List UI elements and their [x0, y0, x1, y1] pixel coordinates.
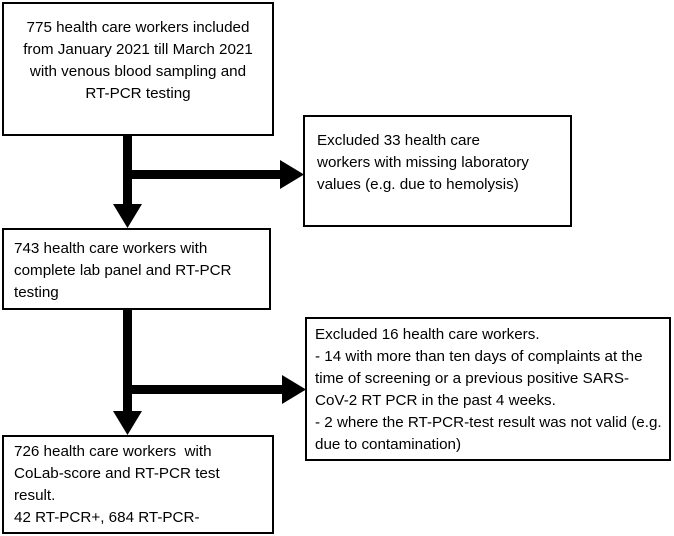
intermediate-line: testing [14, 284, 59, 301]
exclusion-2-line: - 14 with more than ten days of complain… [315, 348, 643, 365]
exclusion-1-line: values (e.g. due to hemolysis) [317, 176, 519, 193]
intermediate-line: complete lab panel and RT-PCR [14, 262, 232, 279]
intermediate-line: 743 health care workers with [14, 240, 208, 257]
exclusion-1-line: Excluded 33 health care [317, 132, 480, 149]
final-box: 726 health care workers with CoLab-score… [2, 435, 274, 534]
exclusion-1-line: workers with missing laboratory [317, 154, 529, 171]
start-box-line: from January 2021 till March 2021 [23, 41, 253, 58]
start-box-line: 775 health care workers included [26, 19, 250, 36]
start-box: 775 health care workers included from Ja… [2, 2, 274, 136]
exclusion-2-line: CoV-2 RT PCR in the past 4 weeks. [315, 392, 556, 409]
arrow-branch-to-exclusion-1 [127, 160, 304, 189]
exclusion-2-line: Excluded 16 health care workers. [315, 326, 540, 343]
exclusion-box-1: Excluded 33 health care workers with mis… [303, 115, 572, 227]
final-line: 726 health care workers with [14, 443, 212, 460]
exclusion-box-2: Excluded 16 health care workers. - 14 wi… [305, 317, 671, 461]
intermediate-box: 743 health care workers with complete la… [2, 228, 271, 310]
arrow-start-to-intermediate [113, 136, 142, 228]
exclusion-2-line: time of screening or a previous positive… [315, 370, 630, 387]
exclusion-2-line: - 2 where the RT-PCR-test result was not… [315, 414, 662, 431]
final-line: result. [14, 487, 56, 504]
final-line: 42 RT-PCR+, 684 RT-PCR- [14, 509, 200, 526]
final-line: CoLab-score and RT-PCR test [14, 465, 220, 482]
arrow-branch-to-exclusion-2 [127, 375, 306, 404]
arrow-intermediate-to-final [113, 310, 142, 435]
start-box-line: with venous blood sampling and [29, 63, 247, 80]
start-box-line: RT-PCR testing [85, 85, 191, 102]
exclusion-2-line: due to contamination) [315, 436, 462, 453]
